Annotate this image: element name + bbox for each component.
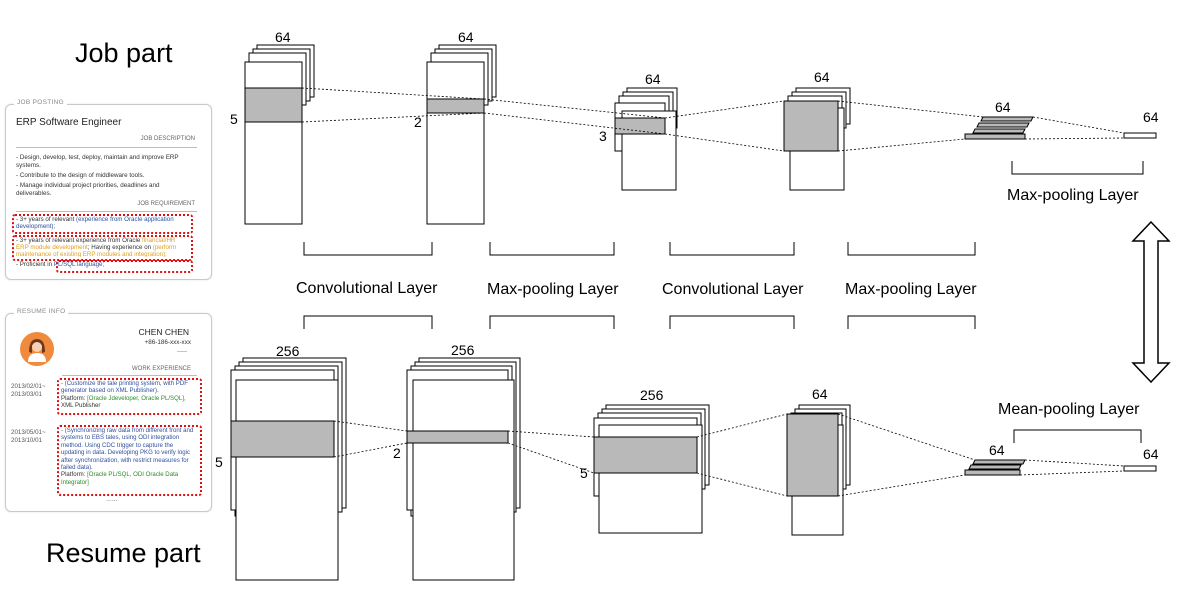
layer-label-maxpool-1: Max-pooling Layer (487, 281, 619, 298)
experience-highlight (57, 425, 202, 496)
job-block-1-depth: 64 (275, 29, 291, 45)
candidate-name: CHEN CHEN (138, 327, 189, 337)
experience-1-date: 2013/02/01~ 2013/03/01 (11, 383, 46, 398)
job-flat-depth: 64 (995, 99, 1011, 115)
experience-2-date: 2013/05/01~ 2013/10/01 (11, 429, 46, 444)
job-connectors (301, 87, 1125, 152)
divider (16, 147, 197, 148)
job-output-depth: 64 (1143, 109, 1159, 125)
layer-label-job-final: Max-pooling Layer (1007, 187, 1139, 204)
job-block-3-depth: 64 (645, 71, 661, 87)
experience-highlight (57, 378, 202, 415)
requirement-3-highlight: PL/SQL language; (53, 261, 105, 268)
requirement-2-text-b: ; Having experience on (87, 244, 153, 251)
job-block-2-kernel: 2 (414, 114, 422, 130)
job-part-title: Job part (75, 38, 173, 68)
resume-block-1-depth: 256 (276, 343, 300, 359)
kernel-window (426, 98, 485, 114)
candidate-dashes: ----- (177, 349, 187, 355)
experience-1-platform: [Oracle Jdeveloper, Oracle PL/SQL], (87, 394, 186, 402)
resume-block-2-depth: 256 (451, 342, 475, 358)
job-requirement-heading: JOB REQUIREMENT (137, 201, 195, 207)
job-block-2-depth: 64 (458, 29, 474, 45)
job-brackets (303, 161, 1144, 256)
requirement-item-1: - 3+ years of relevant (experience from … (16, 216, 188, 230)
requirement-2-highlight: financial/HR ERP module development (16, 237, 176, 251)
requirement-item-3: - Proficient in PL/SQL language; (16, 261, 104, 269)
requirement-3-text: - Proficient in (16, 261, 54, 268)
requirement-highlight (12, 214, 193, 234)
divider (62, 375, 197, 376)
kernel-window (786, 413, 839, 497)
more-indicator: ...... (106, 496, 118, 503)
layer-label-resume-final: Mean-pooling Layer (998, 401, 1140, 418)
resume-header: RESUME INFO (14, 308, 69, 315)
divider (16, 211, 197, 212)
job-description-item: - Contribute to the design of middleware… (16, 172, 145, 179)
job-title: ERP Software Engineer (16, 117, 122, 128)
experience-2-text: - (Synchronizing raw data from different… (61, 427, 194, 472)
job-description-item: - Manage individual project priorities, … (16, 182, 160, 197)
kernel-window (230, 420, 335, 458)
person-icon (28, 339, 46, 362)
job-posting-header: JOB POSTING (14, 99, 68, 106)
kernel-window (783, 100, 839, 152)
layer-label-conv-1: Convolutional Layer (296, 280, 438, 297)
kernel-window (406, 430, 509, 444)
resume-connectors (333, 413, 1125, 497)
job-description-item: - Design, develop, test, deploy, maintai… (16, 154, 179, 169)
resume-block-2-kernel: 2 (393, 445, 401, 461)
resume-brackets (303, 315, 1142, 443)
job-block-1-kernel: 5 (230, 111, 238, 127)
resume-feature-block-1 (230, 357, 347, 581)
resume-block-3-depth: 256 (640, 387, 664, 403)
experience-1-text: - (Customize the tale printing system, w… (61, 380, 188, 395)
requirement-2-highlight-b: (perform maintenance of existing ERP mod… (16, 244, 177, 257)
resume-block-1-kernel: 5 (215, 454, 223, 470)
job-feature-block-1 (244, 44, 315, 225)
avatar (20, 332, 54, 366)
requirement-2-text: - 3+ years of relevant experience from O… (16, 237, 143, 244)
layer-label-maxpool-2: Max-pooling Layer (845, 281, 977, 298)
candidate-phone: +86-186-xxx-xxx (144, 339, 191, 346)
resume-flat-stack (964, 459, 1026, 476)
job-feature-block-3 (614, 87, 678, 191)
experience-2-platform-label: Platform: (61, 471, 88, 479)
experience-1-platform-label: Platform: (61, 394, 88, 402)
resume-card: RESUME INFO CHEN CHEN +86-186-xxx-xxx --… (5, 308, 212, 512)
kernel-window (244, 87, 303, 123)
requirement-item-2: - 3+ years of relevant experience from O… (16, 237, 188, 257)
job-feature-block-2 (426, 44, 497, 225)
resume-block-3-kernel: 5 (580, 465, 588, 481)
job-flat-stack (964, 116, 1034, 140)
resume-block-4-depth: 64 (812, 386, 828, 402)
job-posting-card: JOB POSTING ERP Software Engineer JOB DE… (5, 99, 212, 280)
kernel-window (614, 117, 666, 135)
double-arrow-icon (1131, 220, 1171, 384)
resume-part-title: Resume part (46, 538, 201, 568)
resume-feature-block-2 (406, 357, 521, 581)
work-experience-heading: WORK EXPERIENCE (131, 366, 191, 372)
resume-output-depth: 64 (1143, 446, 1159, 462)
job-output-vector (1123, 132, 1157, 139)
experience-2-platform: [Oracle PL/SQL, ODI Oracle Data Integrat… (61, 471, 179, 486)
experience-2: - (Synchronizing raw data from different… (61, 427, 197, 492)
requirement-1-text: - 3+ years of relevant (16, 216, 77, 223)
job-feature-block-4 (783, 87, 851, 191)
resume-flat-depth: 64 (989, 442, 1005, 458)
experience-1: - (Customize the tale printing system, w… (61, 380, 197, 411)
resume-output-vector (1123, 465, 1157, 472)
resume-feature-block-3 (593, 404, 710, 534)
experience-1-tool: XML Publisher (61, 402, 101, 410)
requirement-highlight (56, 260, 193, 273)
layer-label-conv-2: Convolutional Layer (662, 281, 804, 298)
job-block-4-depth: 64 (814, 69, 830, 85)
requirement-1-highlight: (experience from Oracle application deve… (16, 216, 174, 230)
job-block-3-kernel: 3 (599, 128, 607, 144)
resume-feature-block-4 (786, 404, 851, 536)
job-description-heading: JOB DESCRIPTION (140, 136, 195, 142)
kernel-window (593, 436, 698, 474)
